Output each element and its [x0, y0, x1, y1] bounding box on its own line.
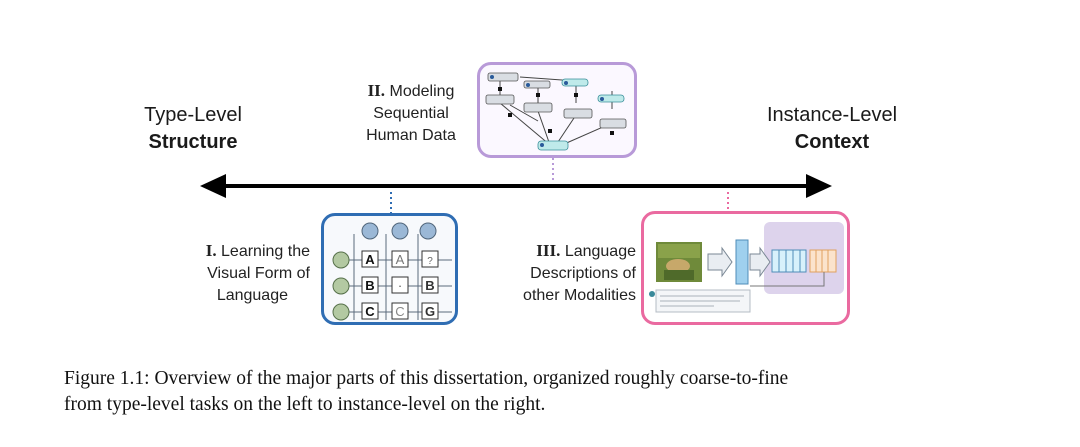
part-ii-line2: Sequential: [373, 105, 449, 122]
glyph-cell: B: [425, 278, 434, 293]
encoder-block: [735, 239, 749, 285]
graph-node: [599, 118, 627, 129]
caption-line2: from type-level tasks on the left to ins…: [64, 394, 546, 415]
part-iii-line3: other Modalities: [523, 287, 636, 304]
axis-left-arrowhead: [200, 174, 226, 198]
glyph-cell: C: [365, 304, 375, 319]
graph-output-node: [537, 140, 569, 151]
glyph-cell: B: [365, 278, 374, 293]
figure-caption: Figure 1.1: Overview of the major parts …: [64, 366, 1024, 418]
multimodal-pipeline-diagram: [649, 222, 844, 313]
part-ii-label: II. Modeling Sequential Human Data: [352, 80, 470, 147]
caption-line1: Figure 1.1: Overview of the major parts …: [64, 368, 789, 389]
arrow-icon: [707, 246, 733, 278]
glyph-grid-lines: A A ? B · B C C G: [332, 222, 452, 321]
graph-node: [561, 78, 589, 87]
grid-left-node: [332, 251, 350, 269]
glyph-cell: A: [365, 252, 375, 267]
part-i-numeral: I.: [205, 241, 217, 260]
part-ii-line3: Human Data: [366, 127, 456, 144]
part-i-label: I. Learning the Visual Form of Language: [180, 240, 310, 307]
graph-node: [485, 94, 515, 105]
graph-node: [487, 72, 519, 82]
glyph-cell: ?: [427, 256, 433, 267]
grid-top-node: [419, 222, 437, 240]
part-i-panel: A A ? B · B C C G: [321, 213, 458, 325]
part-iii-line1: Language: [564, 243, 636, 260]
left-end-label: Type-Level Structure: [128, 102, 258, 156]
part-ii-numeral: II.: [367, 81, 386, 100]
part-ii-line1: Modeling: [389, 83, 455, 100]
sequence-block-blue: [771, 249, 807, 273]
grid-left-node: [332, 277, 350, 295]
glyph-cell: ·: [398, 278, 402, 293]
grid-top-node: [391, 222, 409, 240]
part-i-line3: Language: [216, 287, 288, 304]
part-i-line2: Visual Form of: [207, 265, 310, 282]
glyph-cell: G: [425, 304, 435, 319]
right-end-line2: Context: [794, 131, 870, 153]
sequential-graph-diagram: [485, 72, 627, 151]
graph-node: [523, 80, 551, 89]
axis-right-arrowhead: [806, 174, 832, 198]
left-end-line1: Type-Level: [144, 104, 242, 126]
part-iii-line2: Descriptions of: [530, 265, 636, 282]
left-end-line2: Structure: [148, 131, 238, 153]
glyph-cell: C: [395, 304, 404, 319]
part-ii-panel: [477, 62, 637, 158]
grid-left-node: [332, 303, 350, 321]
part-i-line1: Learning the: [221, 243, 310, 260]
right-end-line1: Instance-Level: [766, 104, 898, 126]
right-end-label: Instance-Level Context: [742, 102, 922, 156]
graph-node: [523, 102, 553, 113]
part-iii-panel: [641, 211, 850, 325]
grid-top-node: [361, 222, 379, 240]
arrow-icon: [749, 246, 771, 278]
glyph-cell: A: [396, 252, 405, 267]
graph-node: [563, 108, 593, 119]
part-iii-label: III. Language Descriptions of other Moda…: [496, 240, 636, 307]
sequence-block-orange: [809, 249, 837, 273]
part-iii-numeral: III.: [536, 241, 561, 260]
graph-node: [597, 94, 625, 103]
